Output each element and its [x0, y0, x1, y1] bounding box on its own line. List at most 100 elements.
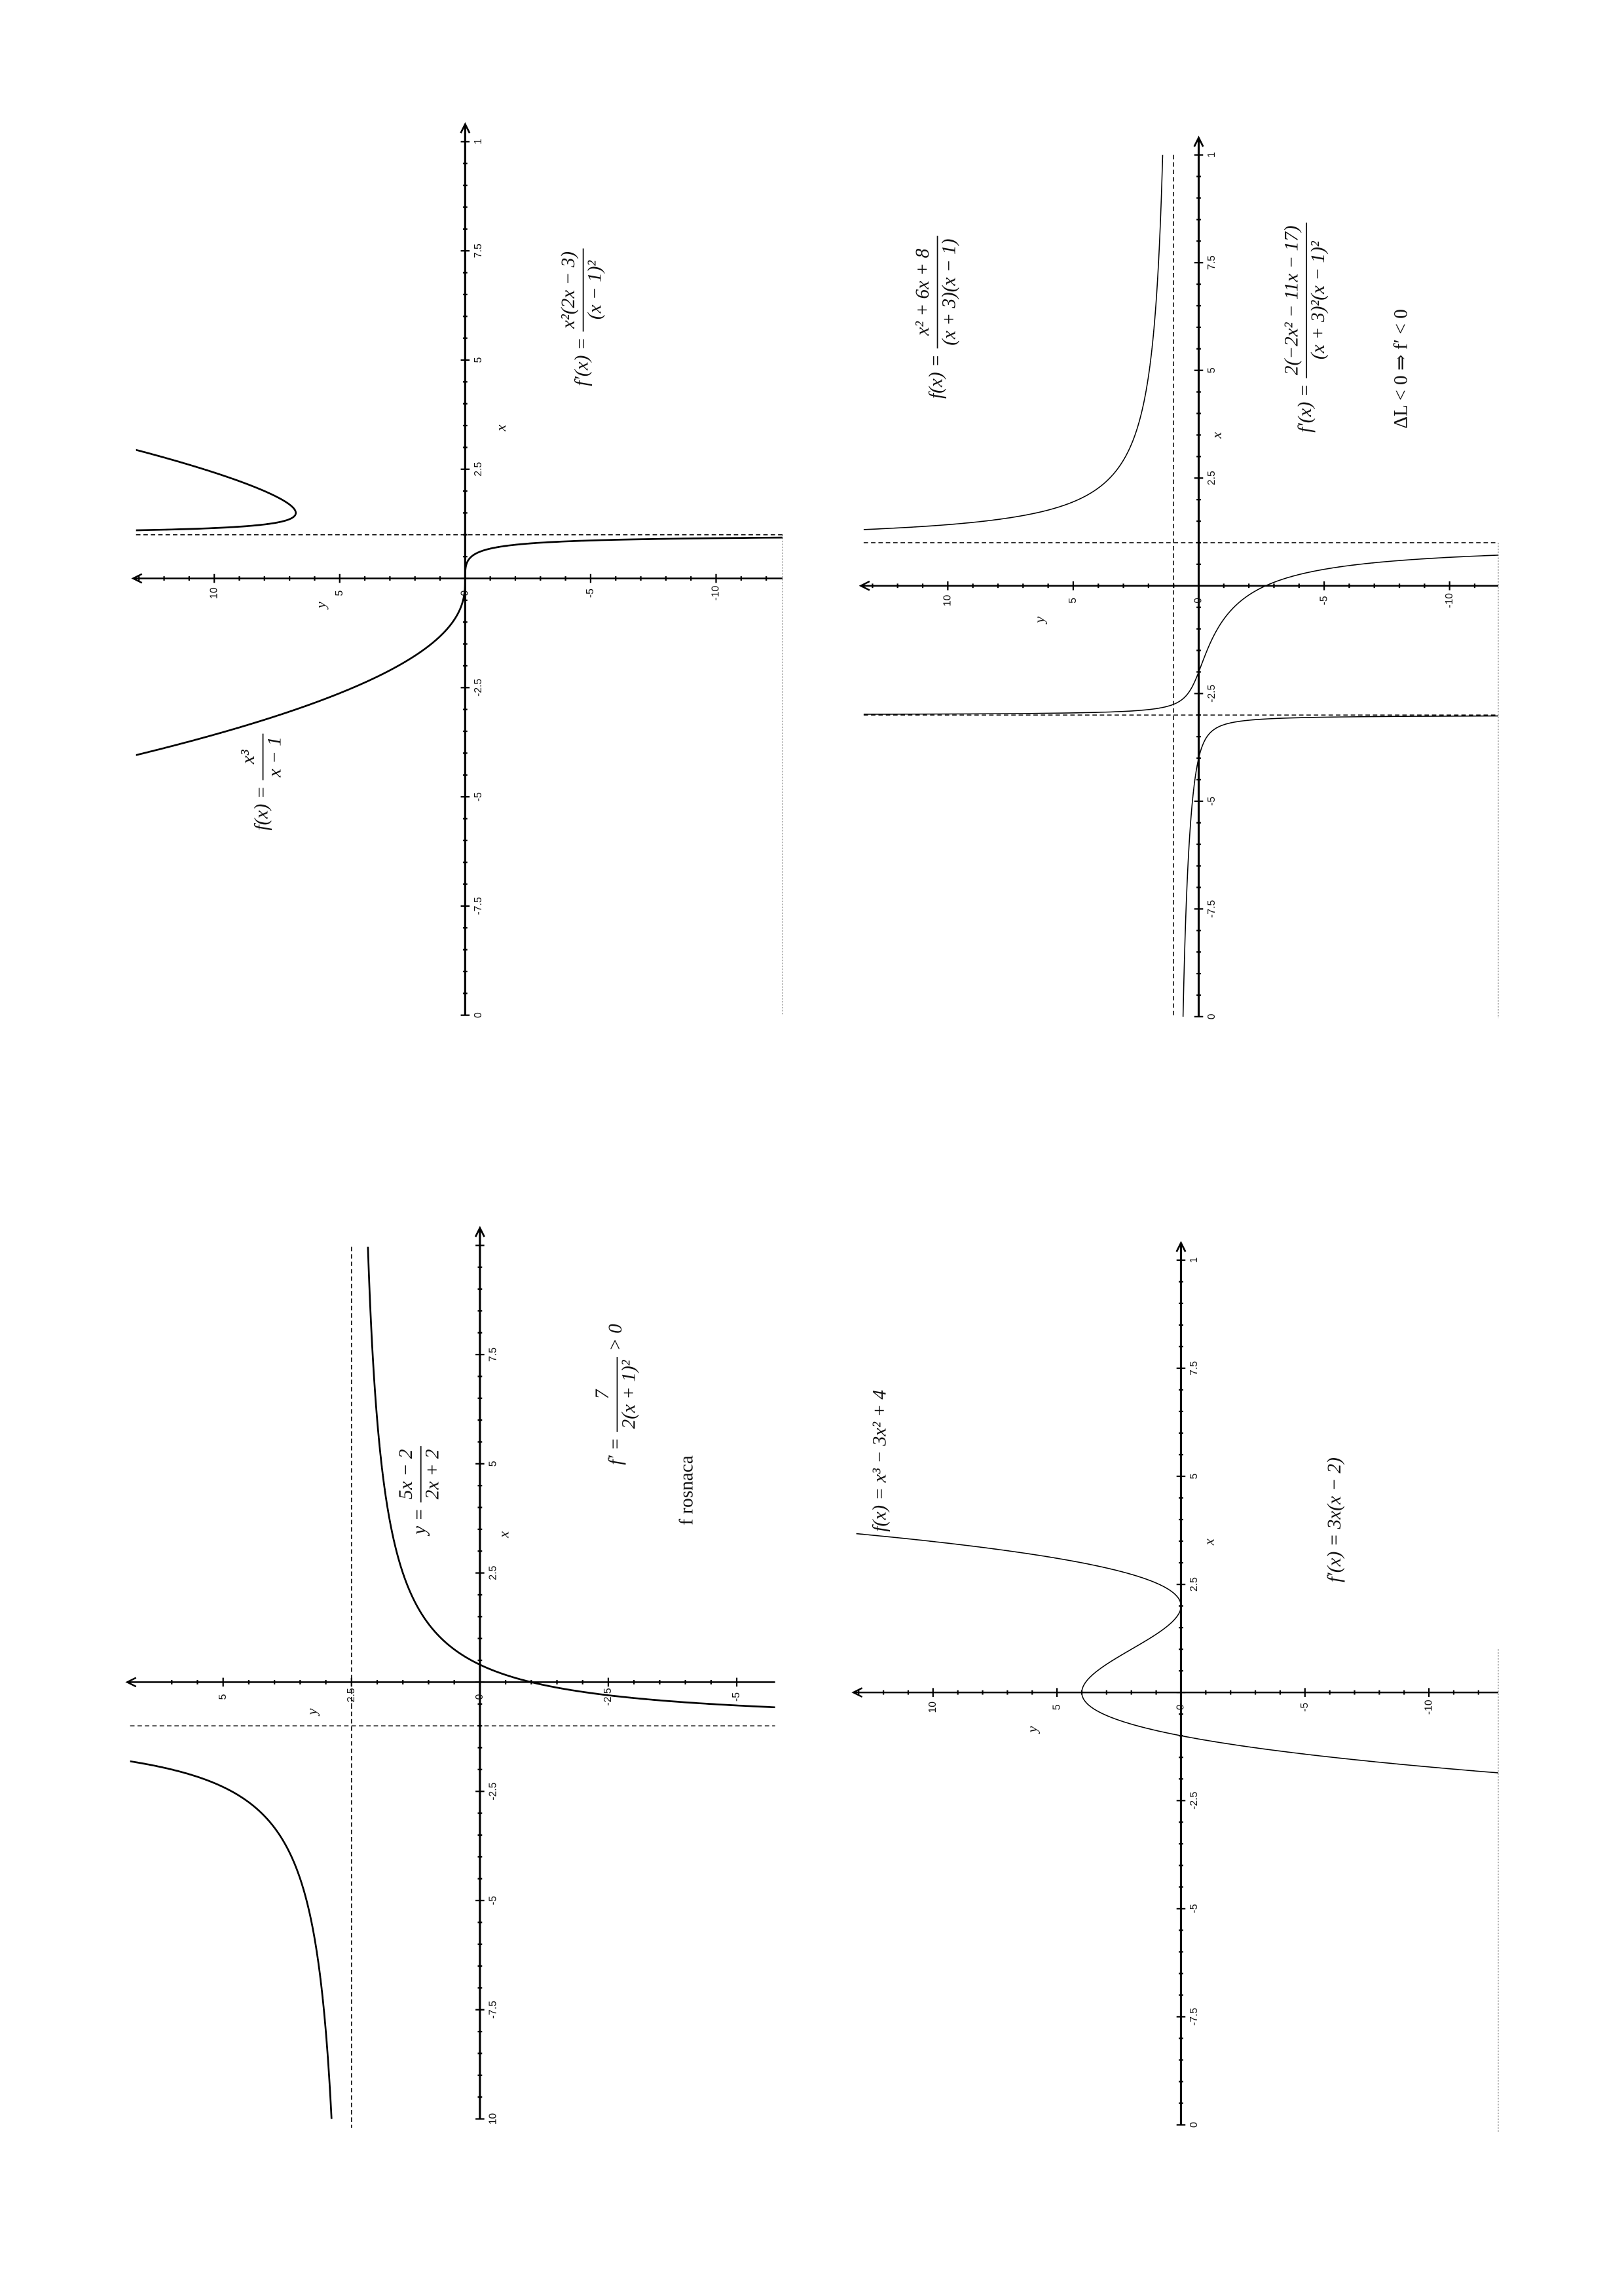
x-tick-label-group: 10 [487, 2113, 498, 2125]
x-tick-label: 1 [1206, 152, 1217, 158]
y-tick-label: -10 [1423, 1700, 1434, 1715]
x-tick-label-group: 2.5 [1189, 1577, 1200, 1592]
y-tick-label: -5 [1318, 596, 1329, 605]
y-tick-label-group: 0 [474, 1694, 485, 1700]
y-axis-arrow-icon [858, 580, 870, 591]
x-tick-label: 1 [1189, 1257, 1200, 1263]
x-axis-label: x [495, 1531, 511, 1539]
x-tick-label: 7.5 [1189, 1361, 1200, 1376]
y-tick-label: 10 [927, 1702, 938, 1713]
y-tick-label: 5 [1067, 598, 1079, 604]
x-tick-label: 0 [473, 1012, 484, 1018]
x-tick-label: -7.5 [1206, 900, 1217, 918]
x-tick-label-group: 7.5 [473, 244, 484, 258]
y-tick-label: -10 [710, 585, 722, 600]
x-tick-label-group: -7.5 [473, 897, 484, 915]
y-axis-label: y [1031, 617, 1048, 625]
derivative-formula: f′(x) =x²(2x − 3)(x − 1)² [558, 248, 606, 386]
function-formula-prefix: y = [409, 1508, 430, 1537]
y-tick-label-group: 10 [942, 594, 953, 606]
x-tick-label-group: -7.5 [1206, 900, 1217, 918]
y-tick-label-group: -2.5 [346, 1688, 357, 1705]
x-tick-label: -7.5 [487, 2001, 498, 2018]
x-tick-label-group: -2.5 [1206, 684, 1217, 702]
derivative-formula-prefix: f′(x) = [571, 338, 592, 386]
function-curve [863, 155, 1499, 1017]
derivative-formula-denominator: (x − 1)² [585, 260, 606, 320]
x-tick-label: 1 [473, 139, 484, 145]
x-tick-label-group: -7.5 [1189, 2008, 1200, 2026]
x-tick-label-group: -5 [487, 1896, 498, 1905]
function-formula-denominator: 2x + 2 [422, 1449, 443, 1499]
y-tick-label: 0 [474, 1694, 485, 1700]
function-formula: f(x) = x³ − 3x² + 4 [870, 1390, 891, 1532]
y-tick-label-group: -5 [1299, 1702, 1310, 1711]
derivative-formula-numerator: 7 [592, 1389, 613, 1399]
function-formula: y = 5x − 2 2x + 2 [396, 1446, 443, 1537]
y-axis-label-group: y [303, 1708, 320, 1716]
derivative-formula-denominator: (x + 3)²(x − 1)² [1308, 240, 1329, 359]
x-tick-label: 5 [487, 1461, 498, 1467]
x-tick-label: 2.5 [487, 1565, 498, 1580]
x-tick-label: -5 [473, 792, 484, 801]
x-tick-label-group: 1 [1189, 1257, 1200, 1263]
x-tick-label-group: 2.5 [487, 1565, 498, 1580]
y-tick-label-group: -10 [710, 585, 722, 600]
x-tick-label-group: -5 [473, 792, 484, 801]
y-tick-label: 5 [217, 1694, 229, 1700]
y-axis-arrow-icon [131, 573, 143, 584]
function-formula-text: f(x) = x³ − 3x² + 4 [870, 1390, 891, 1532]
function-curve [136, 448, 783, 756]
x-tick-label: 5 [1189, 1473, 1200, 1479]
x-tick-label-group: 2.5 [1206, 471, 1217, 485]
x-tick-label: 0 [1189, 2122, 1200, 2128]
x-tick-label-group: 7.5 [1189, 1361, 1200, 1376]
y-tick-label: -5 [731, 1692, 742, 1702]
function-formula-prefix: f(x) = [925, 354, 946, 399]
derivative-formula-prefix: f′ = [605, 1438, 626, 1465]
x-tick-label: 5 [473, 357, 484, 363]
y-tick-label-group: 0 [1175, 1704, 1187, 1710]
y-tick-label: -2.5 [346, 1688, 357, 1705]
y-tick-label-group: -10 [1444, 593, 1455, 608]
y-tick-label-group: -5 [1318, 596, 1329, 605]
x-tick-label-group: -5 [1189, 1904, 1200, 1913]
x-tick-label-group: 5 [473, 357, 484, 363]
x-tick-label-group: 7.5 [1206, 255, 1217, 270]
x-tick-label-group: 2.5 [473, 462, 484, 477]
derivative-formula-suffix: > 0 [605, 1324, 626, 1351]
y-tick-label: 0 [1193, 598, 1204, 604]
x-tick-label-group: 0 [473, 1012, 484, 1018]
y-tick-label: -5 [1299, 1702, 1310, 1711]
x-axis-arrow-icon [460, 122, 471, 134]
y-tick-label-group: 5 [217, 1694, 229, 1700]
y-tick-label-group: 5 [334, 590, 345, 596]
x-tick-label: 7.5 [473, 244, 484, 258]
x-axis-arrow-icon [1193, 136, 1204, 147]
derivative-formula-numerator: 2(−2x² − 11x − 17) [1281, 225, 1302, 375]
x-tick-label-group: -7.5 [487, 2001, 498, 2018]
y-tick-label-group: 5 [1067, 598, 1079, 604]
derivative-formula: f′(x) =2(−2x² − 11x − 17)(x + 3)²(x − 1)… [1281, 222, 1329, 433]
function-formula-denominator: (x + 3)(x − 1) [939, 239, 960, 346]
y-tick-label-group: 0 [1193, 598, 1204, 604]
x-tick-label: 2.5 [1189, 1577, 1200, 1592]
x-tick-label: -2.5 [473, 678, 484, 696]
y-tick-label: 5 [1051, 1704, 1062, 1710]
x-axis-label-group: x [492, 425, 509, 432]
x-tick-label: 2.5 [473, 462, 484, 477]
y-tick-label-group: -10 [1423, 1700, 1434, 1715]
y-tick-label: 5 [334, 590, 345, 596]
x-tick-label: 0 [1206, 1013, 1217, 1019]
x-tick-label: -7.5 [1189, 2008, 1200, 2026]
x-axis-label-group: x [1208, 432, 1225, 439]
x-tick-label: -5 [1189, 1904, 1200, 1913]
x-tick-label-group: 1 [473, 139, 484, 145]
x-tick-label: -2.5 [1189, 1791, 1200, 1809]
y-axis-arrow-icon [125, 1677, 137, 1688]
function-formula-numerator: 5x − 2 [396, 1449, 416, 1499]
